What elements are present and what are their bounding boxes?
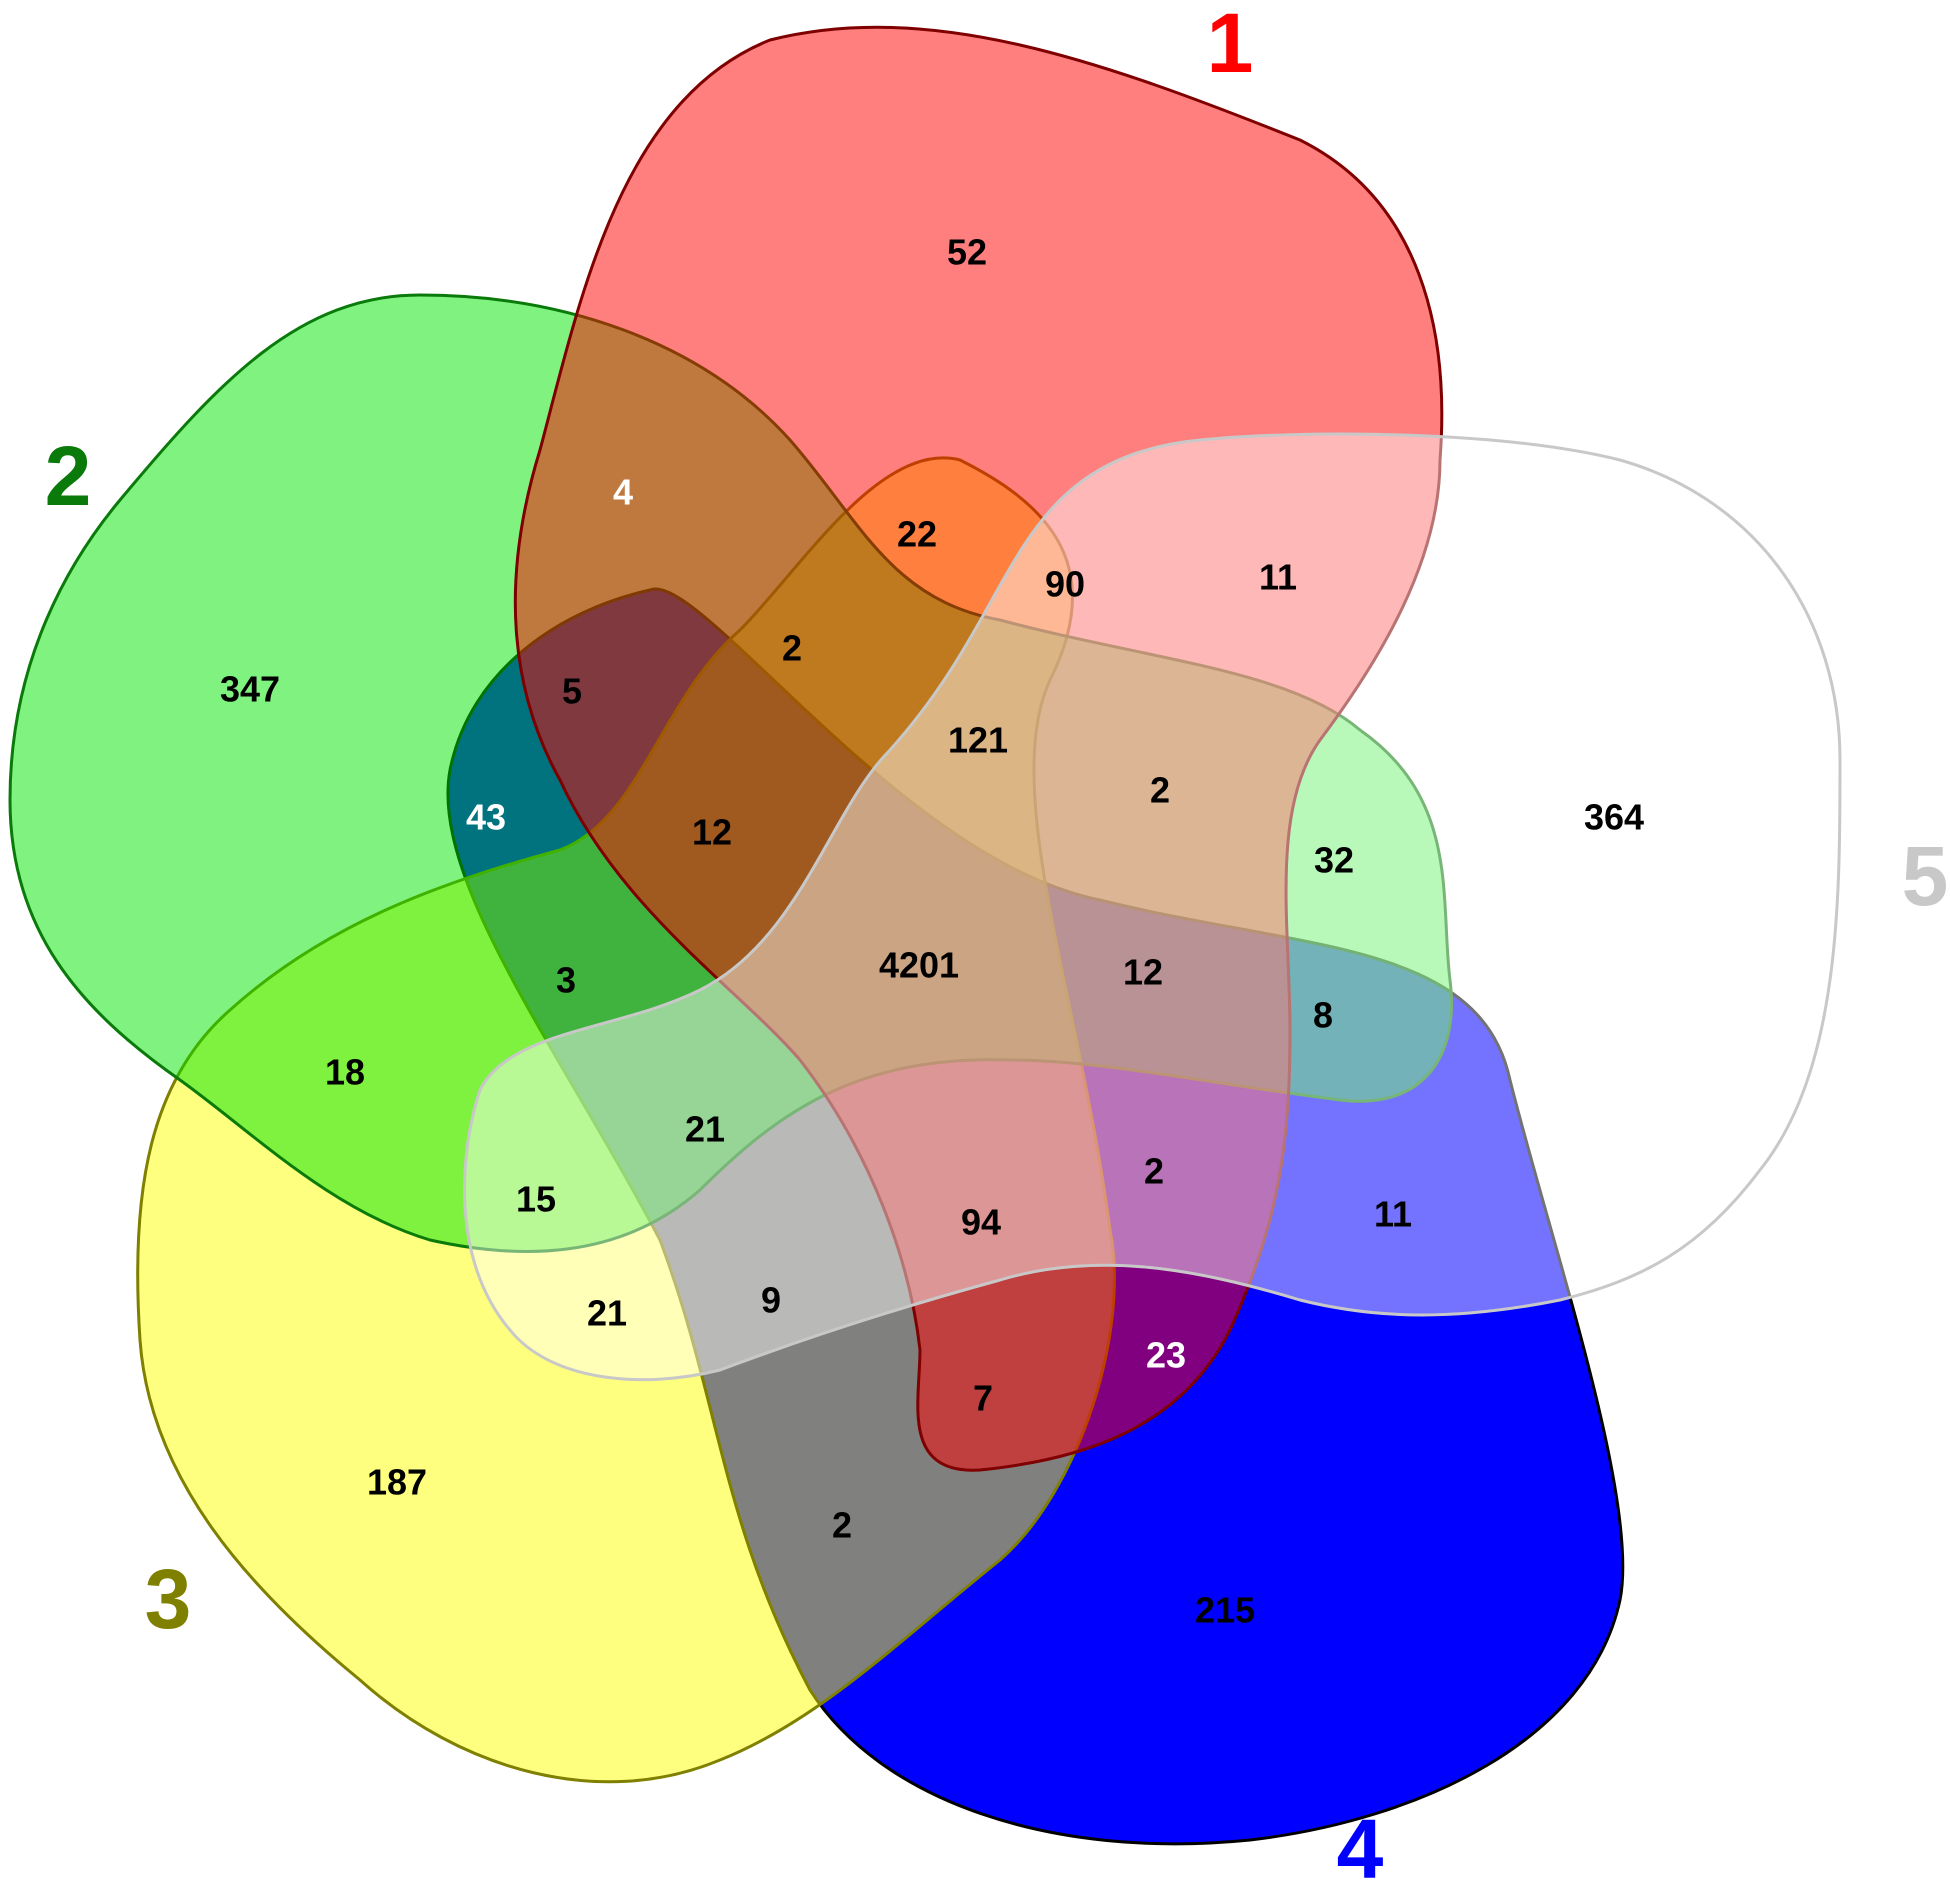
region-count: 12: [1123, 952, 1163, 993]
region-count: 215: [1195, 1590, 1255, 1631]
set-label-2: 2: [45, 429, 92, 523]
region-count: 2: [1144, 1151, 1164, 1192]
region-count: 7: [973, 1378, 993, 1419]
region-count: 43: [466, 797, 506, 838]
region-count: 347: [220, 669, 280, 710]
region-count: 364: [1584, 797, 1644, 838]
region-count: 4201: [879, 945, 959, 986]
region-count: 2: [832, 1505, 852, 1546]
region-count: 15: [516, 1179, 556, 1220]
set-1-shape: [513, 25, 1444, 1472]
region-count: 23: [1146, 1335, 1186, 1376]
region-count: 94: [961, 1202, 1001, 1243]
region-count: 3: [556, 960, 576, 1001]
region-count: 22: [897, 514, 937, 555]
region-count: 32: [1314, 840, 1354, 881]
region-count: 21: [587, 1293, 627, 1334]
set-label-5: 5: [1902, 829, 1949, 923]
region-count: 121: [948, 720, 1008, 761]
region-count: 5: [562, 671, 582, 712]
region-count: 9: [761, 1280, 781, 1321]
region-count: 187: [367, 1462, 427, 1503]
region-count: 21: [685, 1109, 725, 1150]
region-count: 4: [613, 472, 633, 513]
region-count: 11: [1259, 557, 1297, 598]
set-label-1: 1: [1207, 0, 1254, 90]
region-count: 11: [1374, 1194, 1412, 1235]
region-count: 8: [1313, 995, 1333, 1036]
region-count: 12: [692, 812, 732, 853]
region-count: 2: [1150, 770, 1170, 811]
set-label-3: 3: [145, 1552, 192, 1646]
region-count: 18: [325, 1052, 365, 1093]
region-count: 90: [1045, 564, 1085, 605]
region-count: 52: [947, 232, 987, 273]
region-labels: 52 347 187 215 364 4 22 90 11 5 43 2 121…: [220, 232, 1644, 1631]
set-label-4: 4: [1337, 1802, 1384, 1890]
region-count: 2: [782, 628, 802, 669]
set-5-shape: [463, 432, 1842, 1382]
